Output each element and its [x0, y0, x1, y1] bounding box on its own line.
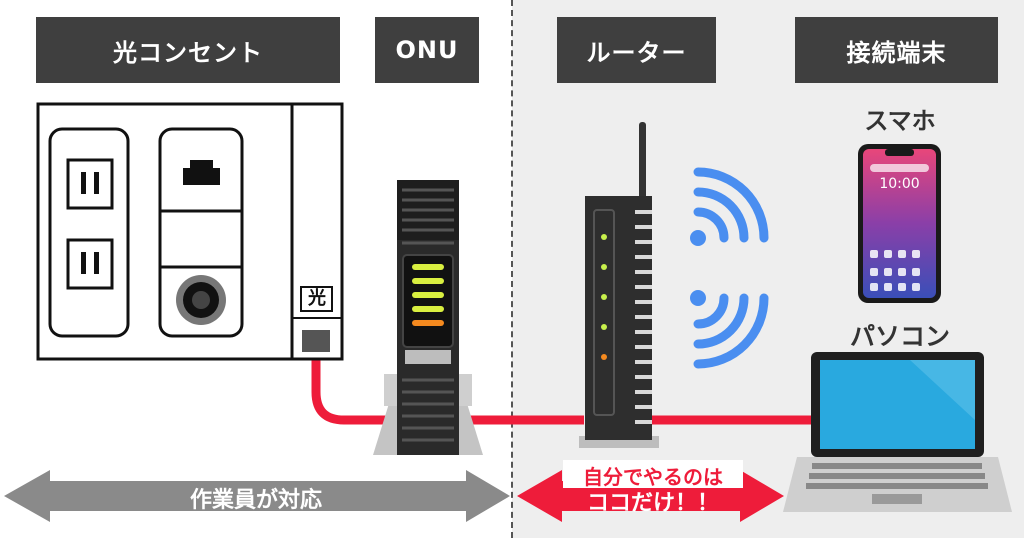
installer-arrow-label: 作業員が対応 — [189, 488, 322, 513]
self-setup-label-bg — [563, 460, 743, 488]
header-router: ルーター — [557, 17, 716, 83]
header-outlet: 光コンセント — [36, 17, 340, 83]
zone-divider — [511, 0, 513, 538]
header-devices: 接続端末 — [795, 17, 998, 83]
pc-label: パソコン — [849, 322, 950, 351]
fiber-cable — [311, 345, 393, 425]
router-device — [579, 122, 659, 448]
lan-port-icon — [183, 160, 220, 185]
wifi-lower-icon — [690, 290, 769, 369]
power-socket-upper — [66, 158, 114, 210]
self-setup-label-line1: 自分でやるのは — [583, 465, 723, 489]
smartphone-icon — [858, 144, 941, 303]
onu-device — [373, 180, 483, 455]
wifi-upper-icon — [690, 167, 769, 246]
laptop-icon — [783, 352, 1012, 512]
smartphone-label: スマホ — [864, 107, 936, 135]
fiber-mark-label: 光 — [308, 288, 326, 309]
power-socket-lower — [66, 238, 114, 290]
self-setup-label-line2: ココだけ！！ — [586, 491, 719, 516]
optical-outlet-panel — [36, 102, 344, 361]
smartphone-time: 10:00 — [879, 176, 920, 192]
coax-port — [176, 275, 226, 325]
header-onu: ONU — [375, 17, 479, 83]
installer-arrow — [4, 470, 510, 522]
